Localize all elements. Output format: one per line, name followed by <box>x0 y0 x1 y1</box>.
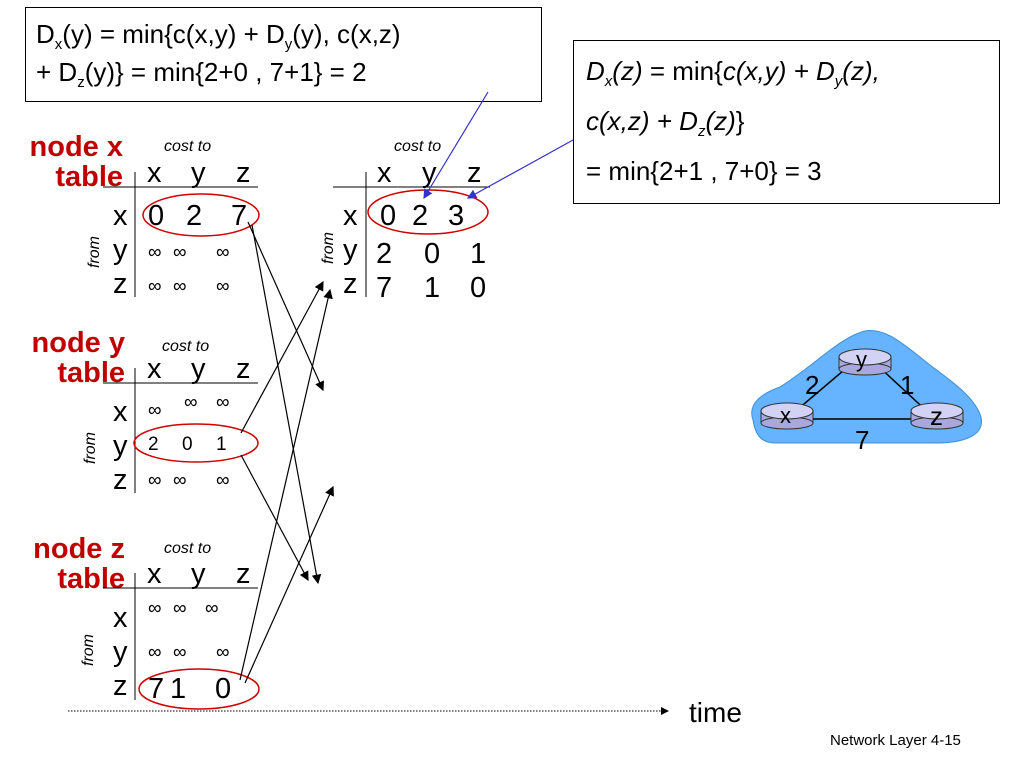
node-x-cell-yx: ∞ <box>148 242 162 263</box>
router-y-icon <box>838 348 892 376</box>
updated-col-x: x <box>377 157 392 189</box>
arrow-x-to-y <box>247 221 324 392</box>
node-y-cell-yx: 2 <box>148 434 159 455</box>
node-y-row-highlight <box>133 423 259 463</box>
node-z-row-x: x <box>113 602 128 634</box>
pointer-right-equation <box>466 139 574 199</box>
equation-box-right: Dx(z) = min{c(x,y) + Dy(z), c(x,z) + Dz(… <box>573 40 1000 204</box>
node-x-cell-zx: ∞ <box>148 276 162 297</box>
node-z-cell-yx: ∞ <box>148 642 162 663</box>
slide-footer: Network Layer 4-15 <box>830 732 961 749</box>
node-z-cell-xy: ∞ <box>173 598 187 619</box>
updated-row-x: x <box>343 200 358 232</box>
node-y-col-z: z <box>236 353 251 385</box>
network-graph <box>751 329 982 444</box>
equation-left-line1: Dx(y) = min{c(x,y) + Dy(y), c(x,z) <box>36 19 401 54</box>
updated-row-z: z <box>343 268 358 300</box>
equation-right-line2: c(x,z) + Dz(z)} <box>586 106 745 141</box>
updated-cell-yx: 2 <box>376 238 393 270</box>
equation-left-line2: + Dz(y)} = min{2+0 , 7+1} = 2 <box>36 57 367 92</box>
node-z-row-y: y <box>113 636 128 668</box>
node-x-cell-xy: 2 <box>186 200 203 232</box>
equation-box-left: Dx(y) = min{c(x,y) + Dy(y), c(x,z) + Dz(… <box>25 7 542 102</box>
link-x-y-cost: 2 <box>805 370 820 400</box>
node-z-col-y: y <box>191 558 206 590</box>
router-z-label: z <box>930 401 943 431</box>
arrow-y-to-x <box>240 280 324 434</box>
node-y-cell-xz: ∞ <box>216 392 230 413</box>
updated-row-y: y <box>343 234 358 266</box>
updated-cell-yy: 0 <box>424 238 441 270</box>
node-x-cell-zy: ∞ <box>173 276 187 297</box>
node-y-row-z: z <box>113 464 128 496</box>
equation-right-line3: = min{2+1 , 7+0} = 3 <box>586 156 822 186</box>
node-x-row-highlight <box>142 193 260 237</box>
updated-cell-xx: 0 <box>380 200 397 232</box>
node-z-cell-xx: ∞ <box>148 598 162 619</box>
node-x-col-z: z <box>236 157 251 189</box>
time-label: time <box>689 697 742 728</box>
node-y-col-x: x <box>147 353 162 385</box>
node-x-row-y: y <box>113 234 128 266</box>
link-y-z-cost: 1 <box>900 370 915 400</box>
node-y-cell-zz: ∞ <box>216 470 230 491</box>
node-z-cell-zx: 7 <box>148 673 165 705</box>
node-y-row-y: y <box>113 430 128 462</box>
node-x-col-y: y <box>191 157 206 189</box>
link-x-z-cost: 7 <box>855 425 870 455</box>
equation-right-line1: Dx(z) = min{c(x,y) + Dy(z), <box>586 56 880 91</box>
node-x-cell-yz: ∞ <box>216 242 230 263</box>
node-z-cell-yz: ∞ <box>216 642 230 663</box>
router-x-label: x <box>780 403 791 428</box>
node-x-row-z: z <box>113 268 128 300</box>
node-x-col-x: x <box>147 157 162 189</box>
updated-cell-xy: 2 <box>412 200 429 232</box>
node-y-cell-xx: ∞ <box>148 400 162 421</box>
router-x-icon <box>760 402 814 430</box>
node-x-cell-zz: ∞ <box>216 276 230 297</box>
updated-cost-to-label: cost to <box>394 138 442 155</box>
arrow-y-to-z <box>240 454 309 582</box>
node-x-cell-yy: ∞ <box>173 242 187 263</box>
node-x-row-x: x <box>113 200 128 232</box>
node-z-row-highlight <box>138 668 260 710</box>
node-z-cell-zy: 1 <box>170 673 187 705</box>
node-z-cell-xz: ∞ <box>205 598 219 619</box>
router-z-icon <box>910 402 964 430</box>
updated-cell-zy: 1 <box>424 272 441 304</box>
node-y-col-y: y <box>191 353 206 385</box>
node-z-cell-yy: ∞ <box>173 642 187 663</box>
node-z-cell-zz: 0 <box>215 673 232 705</box>
node-z-cost-to-label: cost to <box>164 540 212 557</box>
node-z-col-z: z <box>236 558 251 590</box>
node-y-cell-zy: ∞ <box>173 470 187 491</box>
node-y-cell-zx: ∞ <box>148 470 162 491</box>
arrow-z-to-x <box>239 288 333 681</box>
node-y-cell-yz: 1 <box>216 434 227 455</box>
router-y-label: y <box>856 347 867 372</box>
node-y-cell-xy: ∞ <box>184 392 198 413</box>
node-x-cell-xz: 7 <box>231 200 248 232</box>
arrow-z-to-y <box>244 485 334 684</box>
node-x-cell-xx: 0 <box>148 200 165 232</box>
updated-cell-zz: 0 <box>470 272 487 304</box>
updated-col-z: z <box>467 157 482 189</box>
node-y-cell-yy: 0 <box>182 434 193 455</box>
node-y-cost-to-label: cost to <box>162 338 210 355</box>
pointer-left-equation <box>423 91 489 200</box>
network-diagram: y x z 2 1 7 <box>745 325 990 475</box>
updated-col-y: y <box>422 157 437 189</box>
arrow-x-to-z <box>251 224 322 585</box>
updated-cell-xz: 3 <box>448 200 465 232</box>
node-x-cost-to-label: cost to <box>164 138 212 155</box>
node-y-row-x: x <box>113 396 128 428</box>
node-z-row-z: z <box>113 670 128 702</box>
updated-cell-zx: 7 <box>376 272 393 304</box>
node-z-col-x: x <box>147 558 162 590</box>
updated-cell-yz: 1 <box>470 238 487 270</box>
